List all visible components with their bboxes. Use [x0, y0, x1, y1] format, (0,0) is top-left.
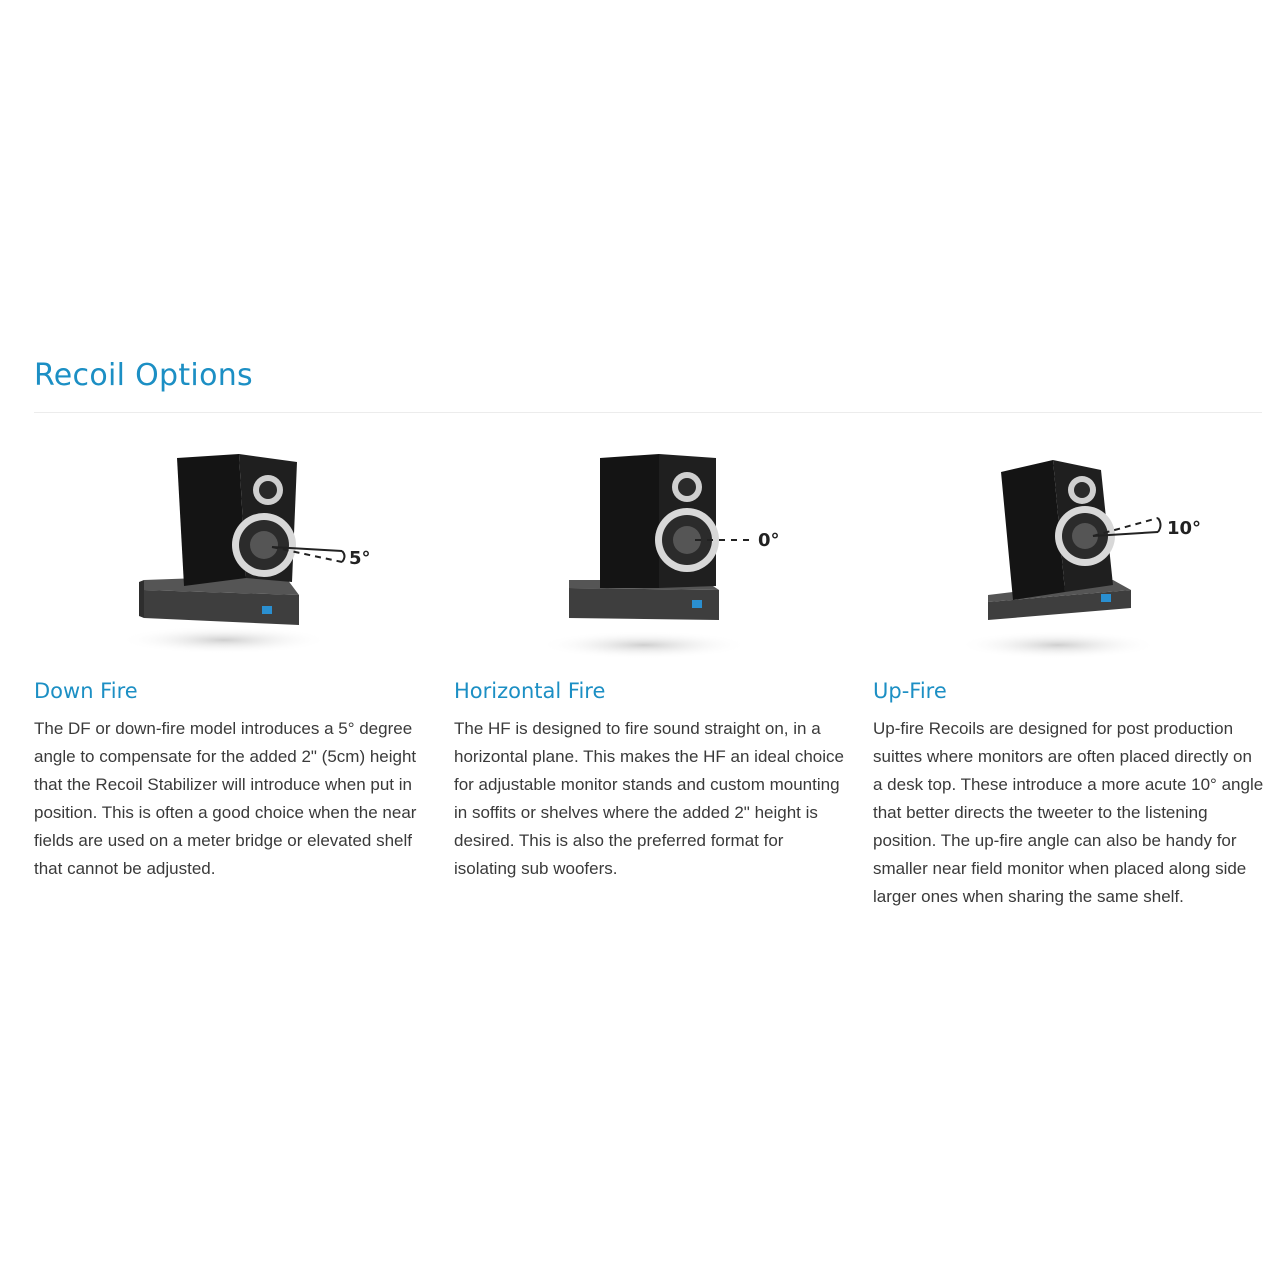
floor-shadow — [539, 631, 749, 659]
up-fire-speaker-illustration: 10° — [873, 440, 1265, 670]
option-title: Horizontal Fire — [454, 679, 606, 703]
logo-badge — [692, 600, 702, 608]
angle-label: 5° — [349, 548, 371, 569]
option-title: Down Fire — [34, 679, 138, 703]
angle-label: 10° — [1167, 518, 1201, 539]
option-title: Up-Fire — [873, 679, 947, 703]
floor-shadow — [119, 626, 329, 654]
horizontal-fire-speaker-illustration: 0° — [454, 440, 846, 670]
section-title: Recoil Options — [34, 358, 253, 393]
logo-badge — [262, 606, 272, 614]
option-description: The DF or down-fire model introduces a 5… — [34, 719, 417, 878]
angle-label: 0° — [758, 530, 780, 551]
option-horizontal-fire: 0° Horizontal Fire The HF is designed to… — [454, 440, 846, 878]
down-fire-speaker-illustration: 5° — [34, 440, 426, 670]
option-description: Up-fire Recoils are designed for post pr… — [873, 719, 1264, 906]
logo-badge — [1101, 594, 1111, 602]
option-up-fire: 10° Up-Fire Up-fire Recoils are designed… — [873, 440, 1265, 906]
section-divider — [34, 412, 1262, 413]
option-down-fire: 5° Down Fire The DF or down-fire model i… — [34, 440, 426, 878]
option-description: The HF is designed to fire sound straigh… — [454, 719, 844, 878]
floor-shadow — [958, 631, 1158, 659]
